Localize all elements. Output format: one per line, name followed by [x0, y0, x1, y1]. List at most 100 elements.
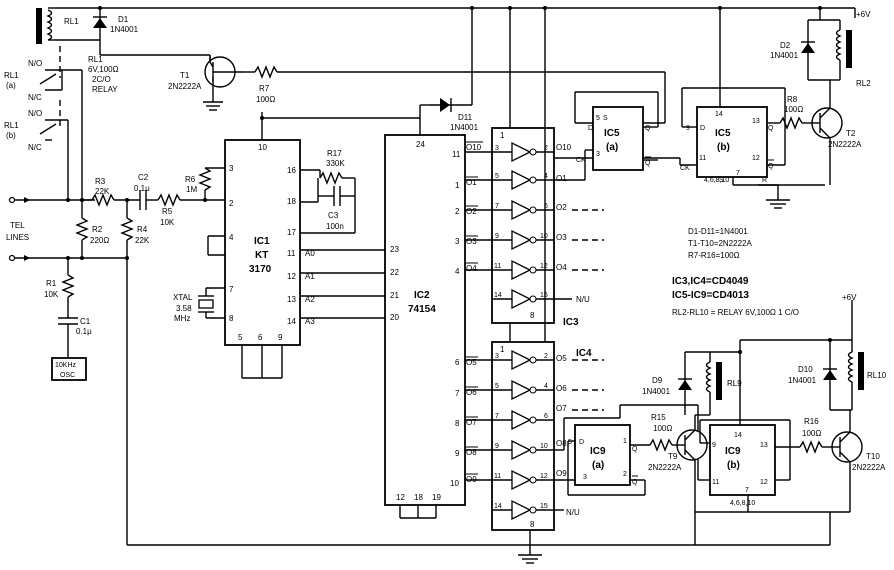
relay-rl1-coil — [36, 7, 100, 44]
ic9a-name-1: IC9 — [590, 446, 606, 457]
transistor-t2 — [811, 80, 843, 185]
rl10-label: RL10 — [867, 371, 887, 380]
ic4-out-o7: O7 — [556, 404, 567, 413]
ic4-out-o9: O9 — [556, 469, 567, 478]
ic5b-lbl-d: D — [700, 125, 705, 132]
ic2-pin-1: 1 — [455, 181, 460, 190]
ic9a-name-2: (a) — [592, 460, 604, 471]
r7-value: 100Ω — [256, 95, 275, 104]
junction — [828, 338, 832, 342]
r16-value: 100Ω — [802, 429, 821, 438]
c3-value: 100n — [326, 222, 344, 231]
ic2-out-o1: O1 — [466, 178, 477, 187]
resistor-r6 — [198, 167, 212, 191]
c2-label: C2 — [138, 173, 149, 182]
d11-label: D11 — [458, 113, 473, 122]
ic5a-lbl-s: S — [603, 115, 608, 122]
arrow — [24, 255, 30, 261]
r15-label: R15 — [651, 413, 666, 422]
ic1-pin-14: 14 — [287, 317, 296, 326]
ic1-pin-18: 18 — [287, 197, 296, 206]
d9-label: D9 — [652, 376, 663, 385]
relay-rl1b-switch — [39, 100, 69, 200]
vcc-label-top: +6V — [856, 10, 871, 19]
ic3-name: IC3 — [563, 317, 579, 328]
r1-value: 10K — [44, 290, 59, 299]
ic4-in-14: 14 — [494, 503, 502, 510]
ic1-pin-9: 9 — [278, 333, 283, 342]
ic2-pin-4: 4 — [455, 267, 460, 276]
note-resistors: R7-R16=100Ω — [688, 251, 740, 260]
xtal-label-1: XTAL — [173, 293, 193, 302]
ic5a-pin-3: 3 — [596, 151, 600, 158]
ic1-pin-8: 8 — [229, 314, 234, 323]
rl1-desc-3: 2C/O — [92, 75, 111, 84]
ic2-out-o5: O5 — [466, 358, 477, 367]
r6-value: 1M — [186, 185, 197, 194]
ic4-in-5: 5 — [495, 383, 499, 390]
ic3-in-3: 3 — [495, 145, 499, 152]
rl9-label: RL9 — [727, 379, 742, 388]
ic3-in-9: 9 — [495, 233, 499, 240]
osc-box — [51, 357, 87, 381]
ic9a-pin-1: 1 — [623, 438, 627, 445]
r17-value: 330K — [326, 159, 345, 168]
ic4-out-o6: O6 — [556, 384, 567, 393]
ic1-pin-17: 17 — [287, 228, 296, 237]
ic3-in-7: 7 — [495, 203, 499, 210]
r8-label: R8 — [787, 95, 798, 104]
osc-label-1: 10KHz — [55, 362, 77, 369]
tel-lines-label-1: TEL — [10, 221, 25, 230]
rl1-label: RL1 — [64, 17, 79, 26]
t9-label: T9 — [668, 452, 678, 461]
ic2-pin-21: 21 — [390, 291, 399, 300]
ic5b-name-2: (b) — [717, 142, 730, 153]
rl1b-nc: N/C — [28, 143, 42, 152]
d11-value: 1N4001 — [450, 123, 479, 132]
ic5a-lbl-q: Q — [645, 125, 651, 132]
r5-value: 10K — [160, 218, 175, 227]
ic2-pin-7: 7 — [455, 389, 460, 398]
ic4-nu: N/U — [566, 508, 580, 517]
ic3-out-2: 2 — [544, 145, 548, 152]
ic2-name-2: 74154 — [408, 304, 436, 315]
ic2-out-o7: O7 — [466, 418, 477, 427]
r6-label: R6 — [185, 175, 196, 184]
ic9b-pin-13: 13 — [760, 442, 768, 449]
ic3-chip — [491, 127, 555, 324]
ic2-out-o6: O6 — [466, 388, 477, 397]
ground-main — [518, 545, 542, 564]
ic2-chip — [384, 134, 466, 506]
ic3-out-o10: O10 — [556, 143, 572, 152]
ic9b-pin-9: 9 — [712, 442, 716, 449]
ic5b-pin-7: 7 — [736, 170, 740, 177]
ic2-output-labels: O10 O1 O2 O3 O4 O5 O6 O7 O8 O9 — [466, 141, 483, 484]
resistor-r15 — [649, 438, 673, 452]
relay-rl2-coil — [835, 29, 842, 61]
ic1-pin-13: 13 — [287, 295, 296, 304]
ic2-pin-24: 24 — [416, 140, 425, 149]
ic9b-pin-12: 12 — [760, 479, 768, 486]
ic2-pin-2: 2 — [455, 207, 460, 216]
note-transistors: T1-T10=2N2222A — [688, 239, 752, 248]
ic4-chip — [491, 341, 555, 531]
ic5a-name-1: IC5 — [604, 128, 620, 139]
osc-label-2: OSC — [60, 372, 75, 379]
r3-label: R3 — [95, 177, 106, 186]
r16-label: R16 — [804, 417, 819, 426]
ic9a-lbl-q: Q — [632, 446, 638, 453]
ic4-out-15: 15 — [540, 503, 548, 510]
d2-label: D2 — [780, 41, 791, 50]
ic5b-lbl-q: Q — [768, 125, 774, 132]
d1-value: 1N4001 — [110, 25, 139, 34]
ic3-out-o4: O4 — [556, 263, 567, 272]
ic5b-pin-9: 9 — [686, 125, 690, 132]
ic1-pin-12: 12 — [287, 272, 296, 281]
ic5b-lbl-qbar: Q — [768, 163, 774, 170]
ic9b-chip — [709, 424, 776, 496]
ic2-pin-11: 11 — [452, 150, 461, 159]
ic9a-pin-5: 5 — [568, 439, 572, 446]
r2-label: R2 — [92, 225, 103, 234]
transistor-t1 — [204, 55, 245, 102]
